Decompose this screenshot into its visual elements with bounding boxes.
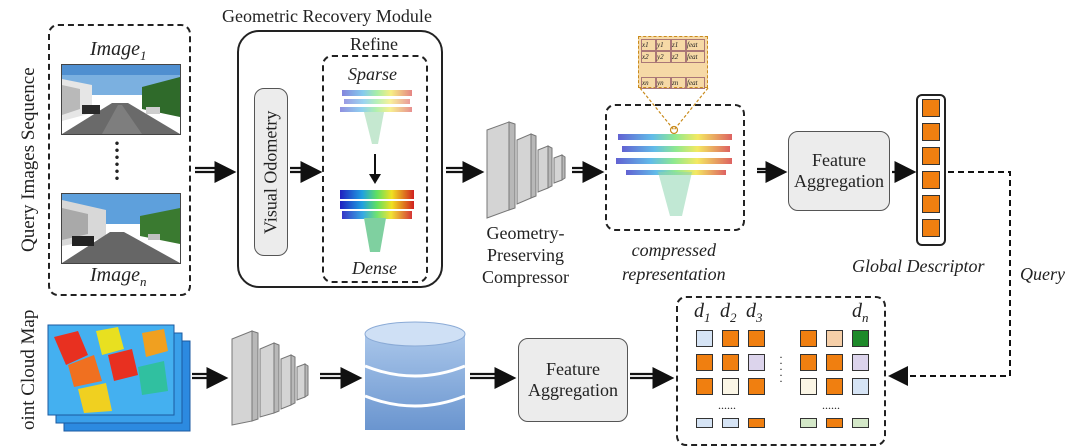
image-first-label: Image1 (90, 38, 147, 63)
module-title: Geometric Recovery Module (222, 6, 432, 26)
sparse-point-cloud (340, 90, 412, 144)
descriptor-cell (722, 354, 739, 371)
map-encoder-shape (231, 330, 309, 426)
descriptor-cell (826, 330, 843, 347)
database-icon (364, 321, 466, 430)
image-last-label: Imagen (90, 264, 147, 289)
descriptor-header-dn: dn (852, 300, 869, 325)
descriptor-cell (748, 354, 765, 371)
compressed-representation-label: compressed representation (622, 240, 726, 284)
grid-hdots-right: ...... (822, 398, 840, 412)
geometry-compressor-shape (486, 121, 566, 219)
point-feature-table: x1 y1 z1 feat x2 y2 z2 feat xn yn zn fea… (638, 36, 708, 89)
descriptor-header-d2: d2 (720, 300, 737, 325)
vertical-ellipsis: ······ (112, 127, 122, 195)
query-images-box (48, 24, 191, 296)
table-callout-lines (639, 87, 709, 135)
refine-label: Refine (350, 34, 398, 54)
compressed-representation-box (605, 104, 745, 231)
descriptor-cell (748, 330, 765, 347)
descriptor-cell (852, 354, 869, 371)
point-cloud-map-stack (47, 324, 191, 432)
visual-odometry-block: Visual Odometry (254, 88, 288, 256)
descriptor-cell (696, 378, 713, 395)
dense-label: Dense (352, 258, 397, 278)
descriptor-cell (826, 378, 843, 395)
descriptor-cell (826, 354, 843, 371)
descriptor-cell (722, 378, 739, 395)
descriptor-cell (852, 330, 869, 347)
descriptor-cell (800, 378, 817, 395)
flow-arrows (192, 161, 1011, 389)
grid-hdots-left: ...... (718, 398, 736, 412)
descriptor-header-d1: d1 (694, 300, 711, 325)
query-image-first (61, 64, 181, 135)
compressed-point-cloud (616, 134, 732, 216)
query-image-last (61, 193, 181, 264)
descriptor-cell (722, 330, 739, 347)
global-descriptor (916, 94, 946, 246)
descriptor-cell (800, 330, 817, 347)
geometric-recovery-module (237, 30, 443, 288)
grid-vertical-dots: ····· (779, 350, 783, 388)
descriptor-cell (800, 354, 817, 371)
compressor-label: Geometry- Preserving Compressor (482, 223, 569, 287)
descriptor-header-d3: d3 (746, 300, 763, 325)
refine-arrow (369, 154, 381, 184)
refine-box (322, 55, 428, 283)
query-label: Query (1020, 264, 1065, 284)
global-descriptor-label: Global Descriptor (852, 256, 985, 276)
dense-point-cloud (340, 190, 414, 252)
sparse-label: Sparse (348, 64, 397, 84)
descriptor-cell (852, 378, 869, 395)
descriptor-cell (696, 330, 713, 347)
descriptor-cell (696, 354, 713, 371)
descriptor-cell (748, 378, 765, 395)
